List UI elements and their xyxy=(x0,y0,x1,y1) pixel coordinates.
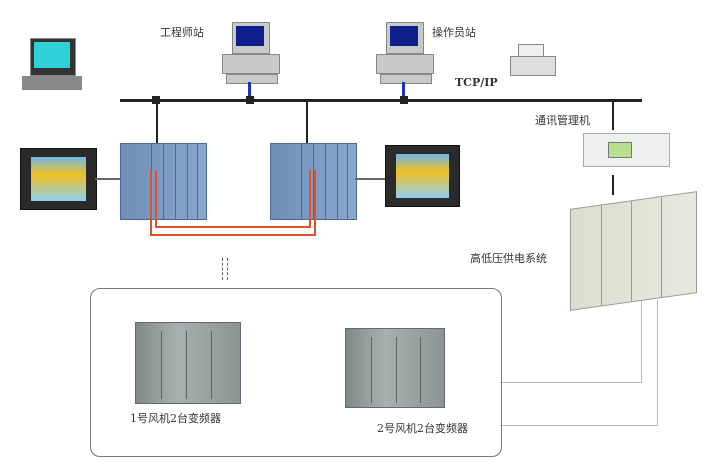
vfd1-label: 1号风机2台变频器 xyxy=(130,412,221,425)
operator-station-label: 操作员站 xyxy=(432,26,476,39)
tcp-ip-bus xyxy=(120,99,642,102)
vfd2-label: 2号风机2台变频器 xyxy=(377,422,468,435)
plc-rack-right xyxy=(270,143,357,220)
engineer-station-pc-icon xyxy=(220,22,282,100)
vfd-cabinet-1 xyxy=(135,322,241,404)
comm-manager-label: 通讯管理机 xyxy=(535,114,590,127)
operator-station-pc-icon xyxy=(374,22,436,100)
hmi-panel-right xyxy=(385,145,460,207)
redundant-cable xyxy=(155,170,311,228)
comm-manager-device xyxy=(583,133,670,167)
laptop-icon xyxy=(22,38,82,108)
printer-icon xyxy=(510,44,556,76)
hmi-panel-left xyxy=(20,148,97,210)
network-label: TCP/IP xyxy=(455,76,498,89)
plc-rack-left xyxy=(120,143,207,220)
power-system-label: 高低压供电系统 xyxy=(470,252,547,265)
switchgear-cabinet xyxy=(570,191,697,311)
vfd-cabinet-2 xyxy=(345,328,445,408)
engineer-station-label: 工程师站 xyxy=(160,26,204,39)
redundant-cable xyxy=(150,170,316,236)
vfd-group-box xyxy=(90,288,502,457)
